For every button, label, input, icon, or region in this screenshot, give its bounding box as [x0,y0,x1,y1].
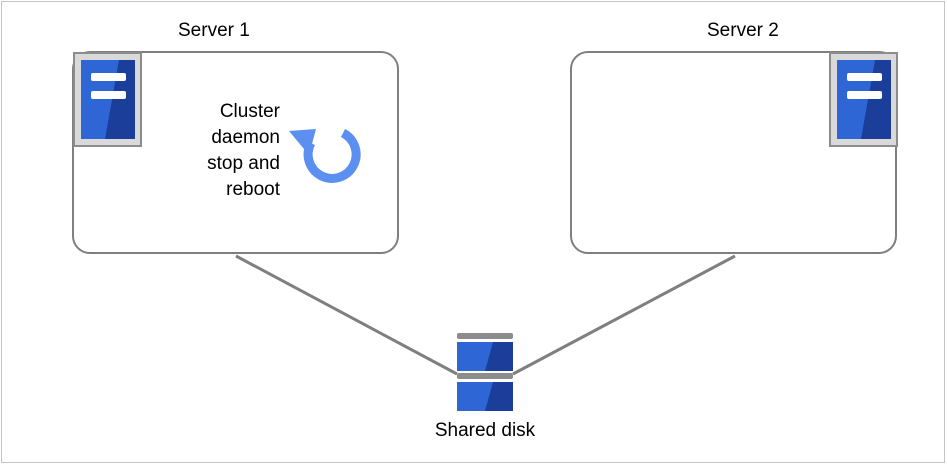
action-line-3: stop and [207,153,280,174]
server1-action-text: Cluster daemon stop and reboot [180,99,280,203]
server-icon [73,52,142,147]
shared-disk-label: Shared disk [434,420,536,441]
link-server2-disk [512,254,736,376]
server2-label: Server 2 [707,20,779,41]
reboot-icon [289,128,361,183]
server-icon [829,52,898,147]
action-line-1: Cluster [219,101,280,122]
link-server1-disk [235,254,458,376]
action-line-2: daemon [211,127,280,148]
action-line-4: reboot [226,179,280,200]
server1-label: Server 1 [178,20,250,41]
shared-disk-icon [457,333,513,411]
